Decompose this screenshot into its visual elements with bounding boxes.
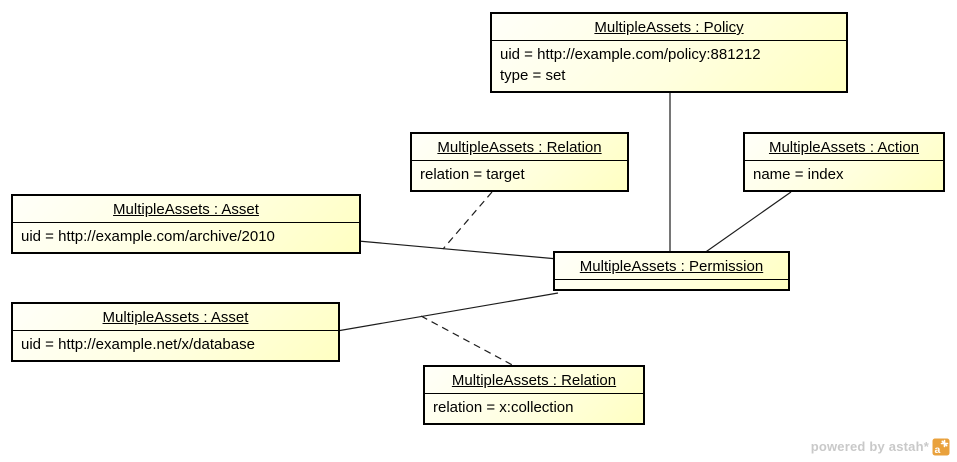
object-attributes: name = index [745,160,943,190]
object-node-relation-target: MultipleAssets : Relation relation = tar… [410,132,629,192]
object-node-asset-database: MultipleAssets : Asset uid = http://exam… [11,302,340,362]
object-node-policy: MultipleAssets : Policy uid = http://exa… [490,12,848,93]
attribute-line: uid = http://example.net/x/database [21,336,255,353]
attribute-line: uid = http://example.com/policy:881212 [500,46,761,63]
object-title: MultipleAssets : Asset [113,201,259,218]
powered-by-credit: powered by astah* [810,439,929,454]
attribute-line: type = set [500,67,566,84]
object-title: MultipleAssets : Action [768,139,920,156]
object-attributes: relation = x:collection [425,393,643,423]
edge-asset-archive-permission [357,240,559,260]
object-title: MultipleAssets : Policy [594,19,744,36]
object-title: MultipleAssets : Permission [579,258,764,275]
attribute-line: uid = http://example.com/archive/2010 [21,228,275,245]
object-attributes: uid = http://example.net/x/database [13,330,338,360]
object-attributes: uid = http://example.com/archive/2010 [13,222,359,252]
object-attributes: uid = http://example.com/policy:881212 t… [492,40,846,91]
object-node-asset-archive: MultipleAssets : Asset uid = http://exam… [11,194,361,254]
edge-relation-target-link [442,191,493,250]
attribute-line: relation = x:collection [433,399,574,416]
object-node-permission: MultipleAssets : Permission [553,251,790,291]
empty-compartment [555,279,788,289]
attribute-line: name = index [753,166,844,183]
object-attributes: relation = target [412,160,627,190]
svg-text:a: a [935,444,941,456]
edge-action-permission [699,191,792,257]
object-node-relation-collection: MultipleAssets : Relation relation = x:c… [423,365,645,425]
edge-relation-collection-link [420,315,519,369]
object-title: MultipleAssets : Relation [437,139,602,156]
astah-logo-icon: a [932,438,950,456]
object-title: MultipleAssets : Asset [102,309,249,326]
edge-asset-database-permission [336,292,559,332]
object-node-action: MultipleAssets : Action name = index [743,132,945,192]
object-title: MultipleAssets : Relation [451,372,617,389]
attribute-line: relation = target [420,166,525,183]
